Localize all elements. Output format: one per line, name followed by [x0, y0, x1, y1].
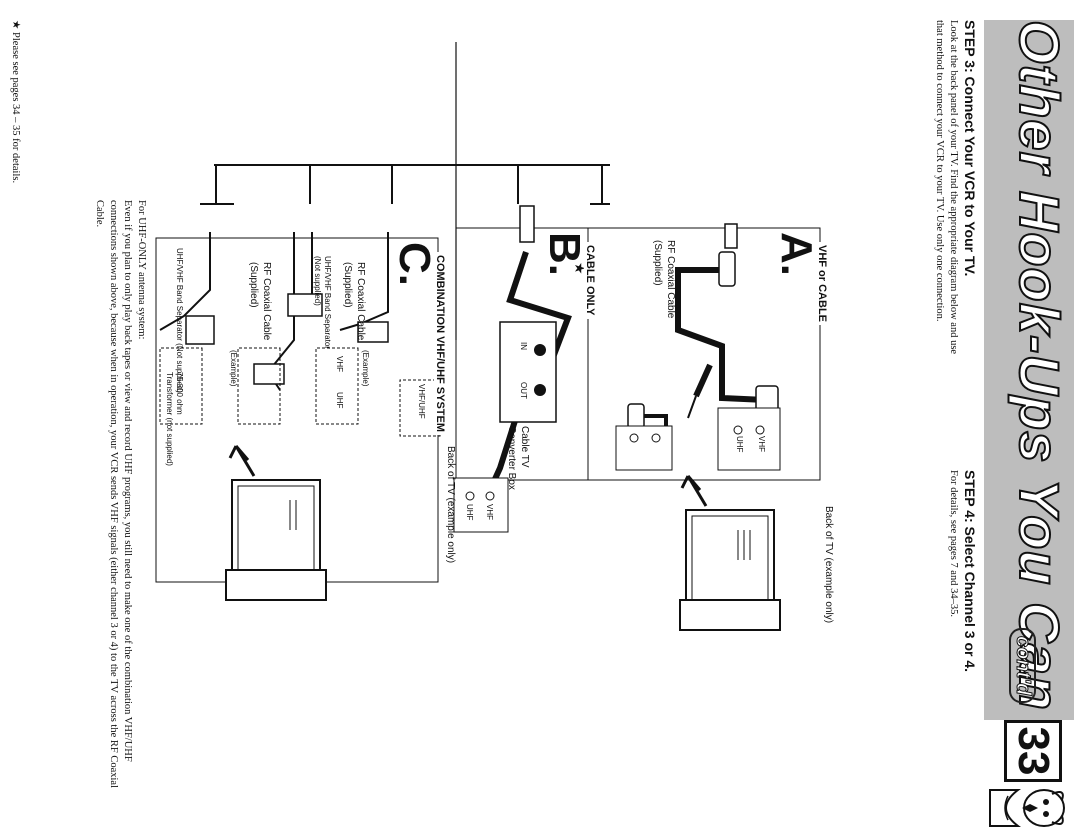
panel-c-separator-1: UHF/VHF Band Separator — [323, 256, 332, 349]
panel-c-title: COMBINATION VHF/UHF SYSTEM — [434, 252, 446, 436]
panel-c-rf-cable-2: RF Coaxial Cable — [261, 262, 272, 341]
panel-b-term-uhf: UHF — [465, 504, 474, 521]
panel-a-cable-label-2: (Supplied) — [652, 240, 663, 286]
panel-b-title: CABLE ONLY — [584, 242, 596, 319]
panel-b-box-label-2: Converter Box — [506, 426, 517, 490]
panel-a-tv-label: Back of TV (example only) — [823, 506, 834, 624]
footnote: ★ Please see pages 34 – 35 for details. — [10, 20, 21, 184]
panel-a-title: VHF or CABLE — [816, 242, 828, 325]
panel-b-box-label-1: Cable TV — [519, 426, 530, 468]
mascot-icon — [989, 789, 1065, 827]
uhf-note-lead: For UHF-ONLY antenna system: — [136, 200, 147, 340]
panel-c-term-vhf: VHF — [335, 356, 344, 372]
panel-c-rf-cable-1b: (Supplied) — [342, 262, 353, 308]
uhf-note: For UHF-ONLY antenna system: Even if you… — [92, 200, 148, 800]
tv-a-icon — [679, 475, 781, 631]
panel-b-box-in: IN — [519, 342, 528, 350]
panel-c-rf-cable-1: RF Coaxial Cable — [355, 262, 366, 341]
panel-a-term-vhf: VHF — [757, 436, 766, 452]
panel-c-term-uhf: UHF — [335, 392, 344, 409]
panel-c-term-vhf-uhf: VHF/UHF — [417, 384, 426, 419]
panel-a-letter: A. — [772, 232, 821, 276]
panel-c-transformer-1: 75-300 ohm — [175, 372, 184, 415]
panel-b-term-vhf: VHF — [485, 504, 494, 520]
panel-c-separator-1b: (Not supplied) — [313, 256, 322, 306]
tv-c-icon — [225, 445, 327, 601]
panel-a-cable-label-1: RF Coaxial Cable — [665, 240, 676, 319]
panel-b-box-out: OUT — [519, 382, 528, 399]
panel-c-letter: C. — [390, 242, 439, 286]
panel-c-transformer-2: Transformer (not supplied) — [165, 372, 174, 466]
panel-c-example-1: (Example) — [361, 350, 370, 387]
panel-a-term-uhf: UHF — [735, 436, 744, 453]
panel-c-tv-label: Back of TV (example only) — [445, 446, 456, 564]
uhf-note-body: Even if you plan to only play back tapes… — [94, 200, 133, 788]
panel-c-example-2: (Example) — [229, 350, 238, 387]
panel-c-rf-cable-2b: (Supplied) — [248, 262, 259, 308]
